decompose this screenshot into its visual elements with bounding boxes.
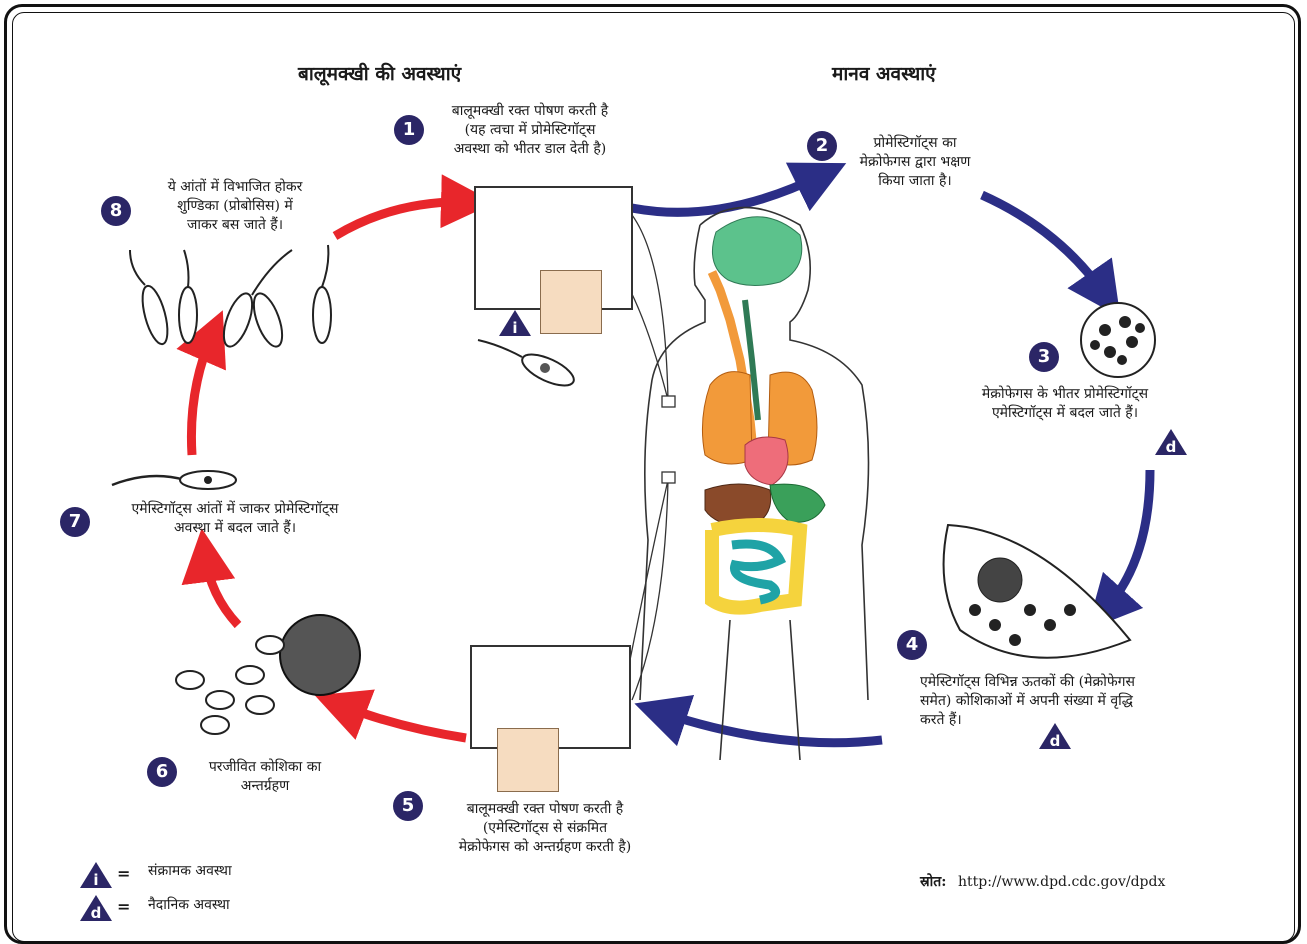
step-5-text: बालूमक्खी रक्त पोषण करती है (एमेस्टिगॉट्…	[425, 800, 665, 857]
step-8-badge: 8	[101, 196, 131, 226]
skin-inset-5	[497, 728, 559, 792]
human-body-outline	[640, 208, 869, 761]
arrow-2-to-3	[982, 195, 1105, 295]
svg-text:d: d	[1166, 438, 1177, 456]
legend-diagnostic-icon: d	[78, 893, 114, 927]
source-label: स्रोत:	[920, 873, 946, 892]
arrow-7-to-8	[191, 335, 212, 455]
header-sandfly-stages: बालूमक्खी की अवस्थाएं	[298, 60, 461, 86]
legend-diagnostic-equals: =	[117, 897, 130, 916]
step-1-text: बालूमक्खी रक्त पोषण करती है (यह त्वचा मे…	[430, 102, 630, 159]
arrow-6-to-7	[205, 555, 238, 625]
infective-stage-triangle: i	[497, 308, 533, 342]
header-human-stages: मानव अवस्थाएं	[832, 60, 936, 86]
infected-tissue-cell-4	[944, 525, 1130, 658]
arrow-1-to-2	[632, 175, 822, 212]
step-4-badge: 4	[897, 630, 927, 660]
diagnostic-stage-triangle-3: d	[1153, 427, 1189, 461]
arrow-4-to-5	[660, 712, 882, 743]
legend-infective-equals: =	[117, 864, 130, 883]
connector-lower	[630, 480, 668, 700]
svg-text:i: i	[512, 319, 517, 337]
arrow-8-to-1	[335, 202, 468, 236]
source-url: http://www.dpd.cdc.gov/dpdx	[958, 873, 1165, 892]
svg-text:i: i	[93, 871, 98, 889]
promastigote-1	[478, 340, 578, 392]
legend-diagnostic-label: नैदानिक अवस्था	[148, 896, 230, 915]
step-6-badge: 6	[147, 757, 177, 787]
diagnostic-stage-triangle-4: d	[1037, 721, 1073, 755]
step-3-badge: 3	[1029, 342, 1059, 372]
connector-upper	[630, 215, 668, 400]
step-2-text: प्रोमेस्टिगॉट्स का मेक्रोफेगस द्वारा भक्…	[840, 134, 990, 191]
heart	[745, 437, 788, 485]
step-1-badge: 1	[394, 115, 424, 145]
step-2-badge: 2	[807, 131, 837, 161]
step-6-text: परजीवित कोशिका का अन्तर्ग्रहण	[180, 758, 350, 796]
arrow-5-to-6	[340, 705, 466, 738]
brain	[712, 217, 801, 286]
ingested-parasitized-cell-6	[176, 615, 360, 734]
skin-inset-1	[540, 270, 602, 334]
step-5-badge: 5	[393, 791, 423, 821]
stomach	[770, 484, 825, 522]
legend-infective-label: संक्रामक अवस्था	[148, 862, 232, 881]
small-intestine	[732, 544, 780, 600]
step-7-text: एमेस्टिगॉट्स आंतों में जाकर प्रोमेस्टिगॉ…	[90, 500, 380, 538]
macrophage-cell-3	[1081, 303, 1155, 377]
step-8-text: ये आंतों में विभाजित होकर शुण्डिका (प्रो…	[135, 178, 335, 235]
step-3-text: मेक्रोफेगस के भीतर प्रोमेस्टिगॉट्स एमेस्…	[955, 385, 1175, 423]
arrow-3-to-4	[1105, 470, 1150, 610]
svg-text:d: d	[91, 904, 102, 922]
svg-text:d: d	[1050, 732, 1061, 750]
promastigotes-8	[130, 245, 331, 350]
legend-infective-icon: i	[78, 860, 114, 894]
promastigote-7	[112, 471, 236, 489]
step-7-badge: 7	[60, 507, 90, 537]
